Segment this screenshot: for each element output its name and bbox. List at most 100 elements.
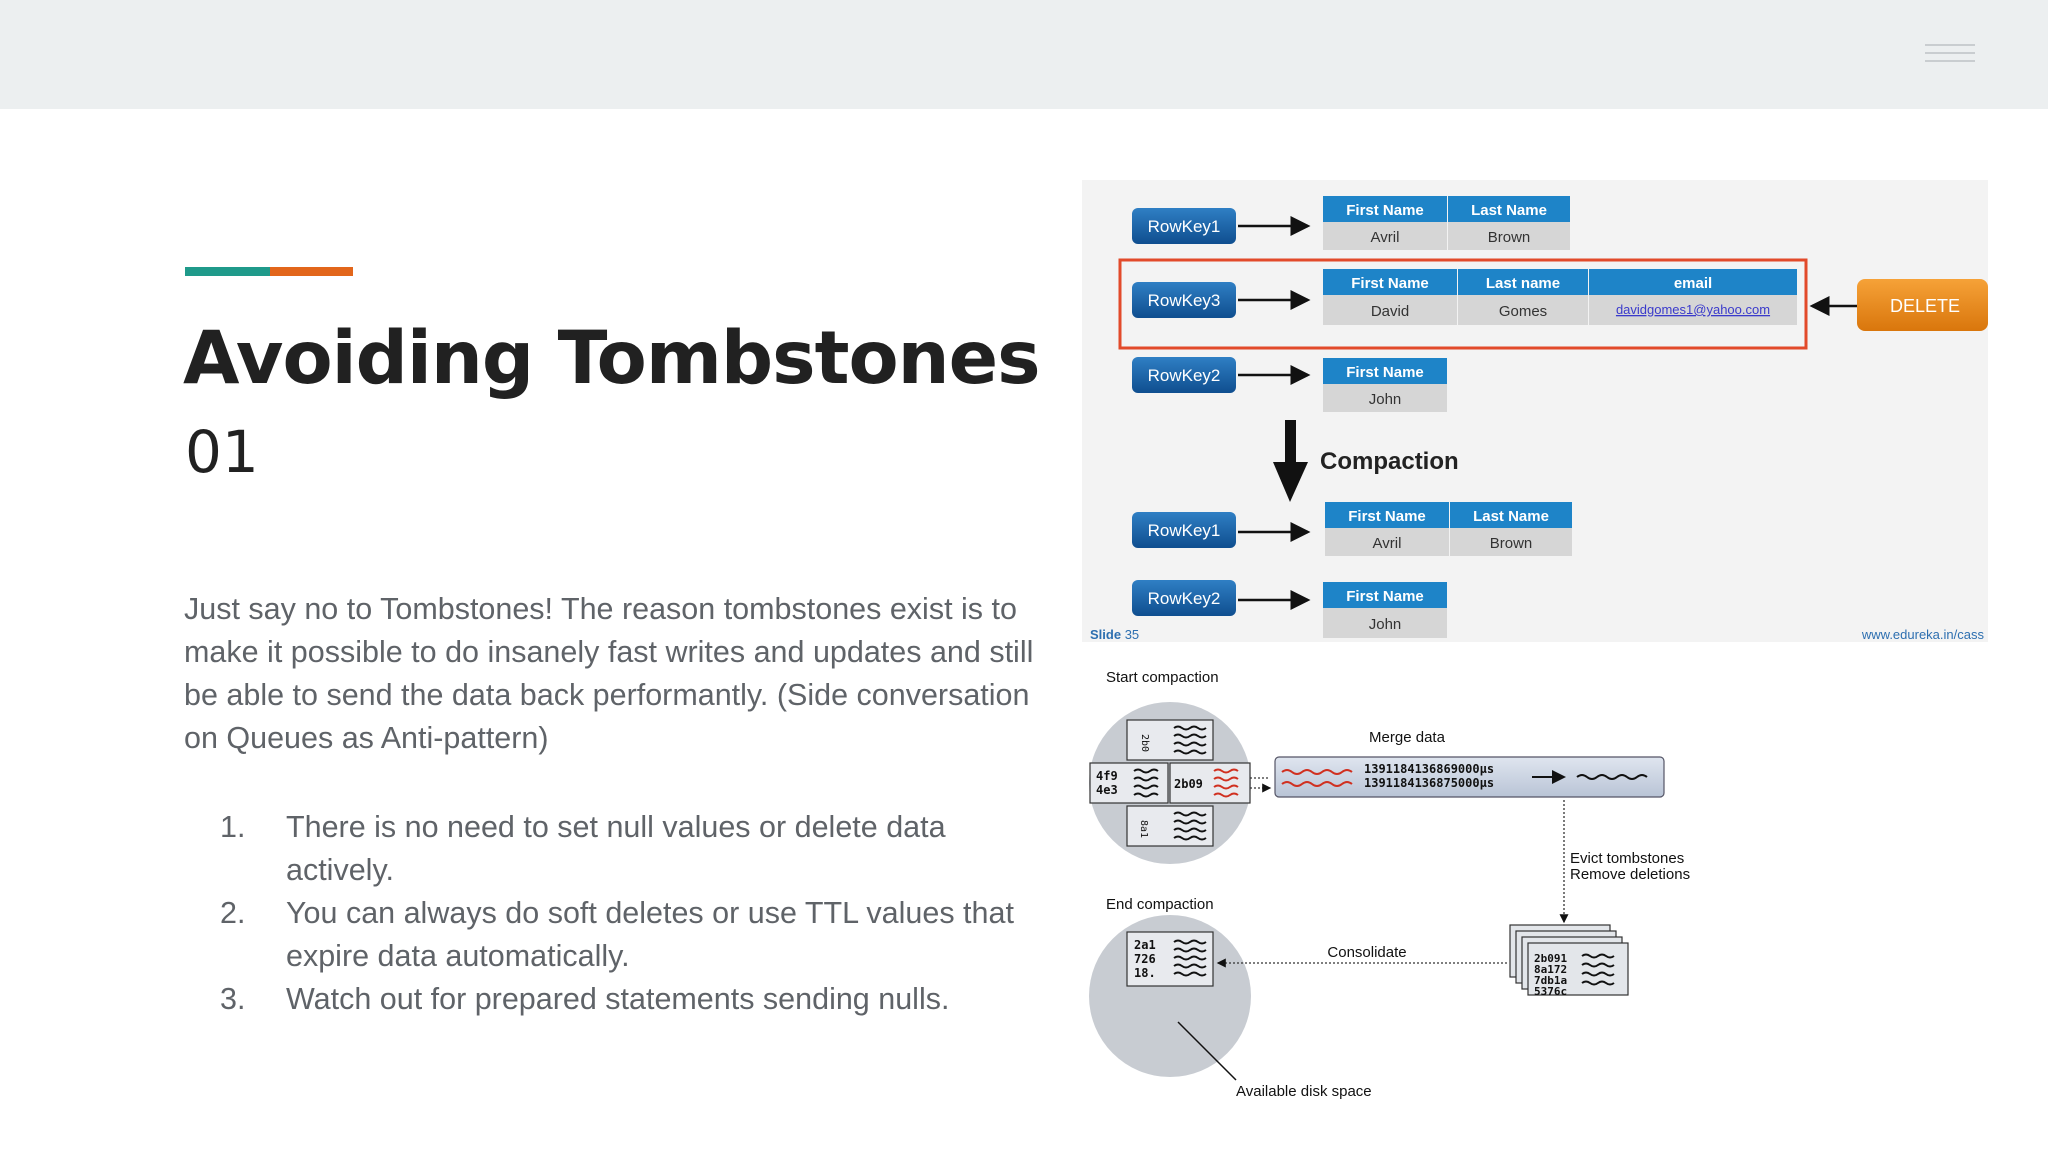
merge-data-label: Merge data (1369, 729, 1446, 746)
rowkey-box (1132, 282, 1236, 318)
figure-background (1082, 180, 1988, 642)
list-number: 3. (220, 982, 246, 1016)
col-value-text: Avril (1371, 229, 1400, 246)
sstable-start-top: 2b0 (1126, 719, 1214, 761)
evict-tombstones-label: Evict tombstones (1570, 850, 1684, 867)
col-value (1323, 295, 1457, 325)
col-value-text: David (1371, 303, 1409, 320)
svg-text:4f9: 4f9 (1096, 769, 1118, 783)
accent-orange (270, 267, 353, 276)
slide-label: Slide 35 (1090, 627, 1139, 642)
col-value-text: Gomes (1499, 303, 1547, 320)
list-item: 1. There is no need to set null values or… (184, 806, 1034, 892)
col-header-text: First Name (1346, 364, 1424, 381)
col-header (1323, 269, 1457, 295)
sstable-start-bottom: 8a1 (1126, 805, 1214, 847)
list-number: 2. (220, 896, 246, 930)
timestamp-1: 1391184136869000µs (1364, 762, 1494, 776)
bullet-list: 1. There is no need to set null values or… (184, 806, 1034, 1021)
remove-deletions-label: Remove deletions (1570, 866, 1690, 883)
col-value (1448, 222, 1570, 250)
svg-text:726: 726 (1134, 952, 1156, 966)
col-header (1589, 269, 1797, 295)
compaction-arrow-head (1273, 462, 1308, 502)
delete-box (1857, 279, 1988, 331)
col-header (1448, 196, 1570, 222)
svg-text:4e3: 4e3 (1096, 783, 1118, 797)
rowkey-label: RowKey2 (1148, 589, 1221, 608)
col-value (1458, 295, 1588, 325)
sstable-new-stack: 2b091 8a172 7db1a 5376c (1509, 924, 1629, 998)
svg-text:2b091: 2b091 (1534, 952, 1567, 965)
top-bar (0, 0, 2048, 109)
sstable-start-right: 2b09 (1169, 762, 1251, 804)
compaction-process-figure: Start compaction 2b0 4f9 4e3 2b09 8a1 Me… (1089, 669, 1690, 1100)
col-value-text: Brown (1490, 535, 1533, 552)
list-item: 3. Watch out for prepared statements send… (184, 978, 1034, 1021)
rowkey-box (1132, 512, 1236, 548)
available-disk-space-label: Available disk space (1236, 1083, 1372, 1100)
list-number: 1. (220, 810, 246, 844)
col-value (1323, 384, 1447, 412)
svg-text:7db1a: 7db1a (1534, 974, 1567, 987)
start-compaction-label: Start compaction (1106, 669, 1219, 686)
col-header (1323, 358, 1447, 384)
col-header-text: Last Name (1471, 202, 1547, 219)
compaction-label: Compaction (1320, 448, 1459, 475)
col-header-text: First Name (1348, 508, 1426, 525)
col-header-text: Last name (1486, 275, 1560, 292)
col-value (1450, 528, 1572, 556)
compaction-arrow-shaft (1285, 420, 1296, 464)
compaction-rows-figure: RowKey1 First Name Avril Last Name Brown… (1082, 180, 1988, 642)
col-header (1323, 196, 1447, 222)
col-value-text: John (1369, 391, 1402, 408)
consolidate-label: Consolidate (1327, 944, 1406, 961)
timestamp-2: 1391184136875000µs (1364, 776, 1494, 790)
merge-box (1274, 756, 1665, 798)
col-header-text: Last Name (1473, 508, 1549, 525)
rowkey-label: RowKey2 (1148, 366, 1221, 385)
list-text: There is no need to set null values or d… (286, 810, 946, 887)
col-value-text: John (1369, 616, 1402, 633)
sstable-end: 2a1 726 18. (1126, 931, 1214, 987)
svg-text:8a1: 8a1 (1138, 820, 1149, 838)
col-header (1323, 582, 1447, 608)
rowkey-box (1132, 357, 1236, 393)
col-header-text: First Name (1346, 588, 1424, 605)
svg-text:18.: 18. (1134, 966, 1156, 980)
col-header-text: email (1674, 275, 1712, 292)
col-value-text: Brown (1488, 229, 1531, 246)
col-header (1458, 269, 1588, 295)
svg-text:2a1: 2a1 (1134, 938, 1156, 952)
col-header (1450, 502, 1572, 528)
website-label: www.edureka.in/cass (1861, 627, 1985, 642)
col-value (1589, 295, 1797, 325)
col-header (1325, 502, 1449, 528)
sstable-start-left: 4f9 4e3 (1089, 762, 1169, 804)
rowkey-box (1132, 580, 1236, 616)
rowkey-label: RowKey3 (1148, 291, 1221, 310)
svg-text:2b0: 2b0 (1139, 734, 1150, 752)
svg-text:8a172: 8a172 (1534, 963, 1567, 976)
menu-icon[interactable] (1925, 44, 1975, 66)
col-header-text: First Name (1351, 275, 1429, 292)
svg-text:5376c: 5376c (1534, 985, 1567, 998)
list-text: Watch out for prepared statements sendin… (286, 982, 950, 1016)
delete-label: DELETE (1890, 296, 1960, 316)
slide-title: Avoiding Tombstones (183, 316, 1041, 401)
end-compaction-label: End compaction (1106, 896, 1214, 913)
col-value (1325, 528, 1449, 556)
col-value (1323, 222, 1447, 250)
body-paragraph: Just say no to Tombstones! The reason to… (184, 592, 1034, 755)
list-text: You can always do soft deletes or use TT… (286, 896, 1014, 973)
col-header-text: First Name (1346, 202, 1424, 219)
col-value (1323, 608, 1447, 638)
list-item: 2. You can always do soft deletes or use … (184, 892, 1034, 978)
slide-number: 01 (185, 418, 259, 486)
rowkey-box (1132, 208, 1236, 244)
deleted-row-highlight (1118, 258, 1808, 350)
accent-teal (185, 267, 270, 276)
email-link: davidgomes1@yahoo.com (1616, 302, 1770, 317)
rowkey-label: RowKey1 (1148, 217, 1221, 236)
rowkey-label: RowKey1 (1148, 521, 1221, 540)
